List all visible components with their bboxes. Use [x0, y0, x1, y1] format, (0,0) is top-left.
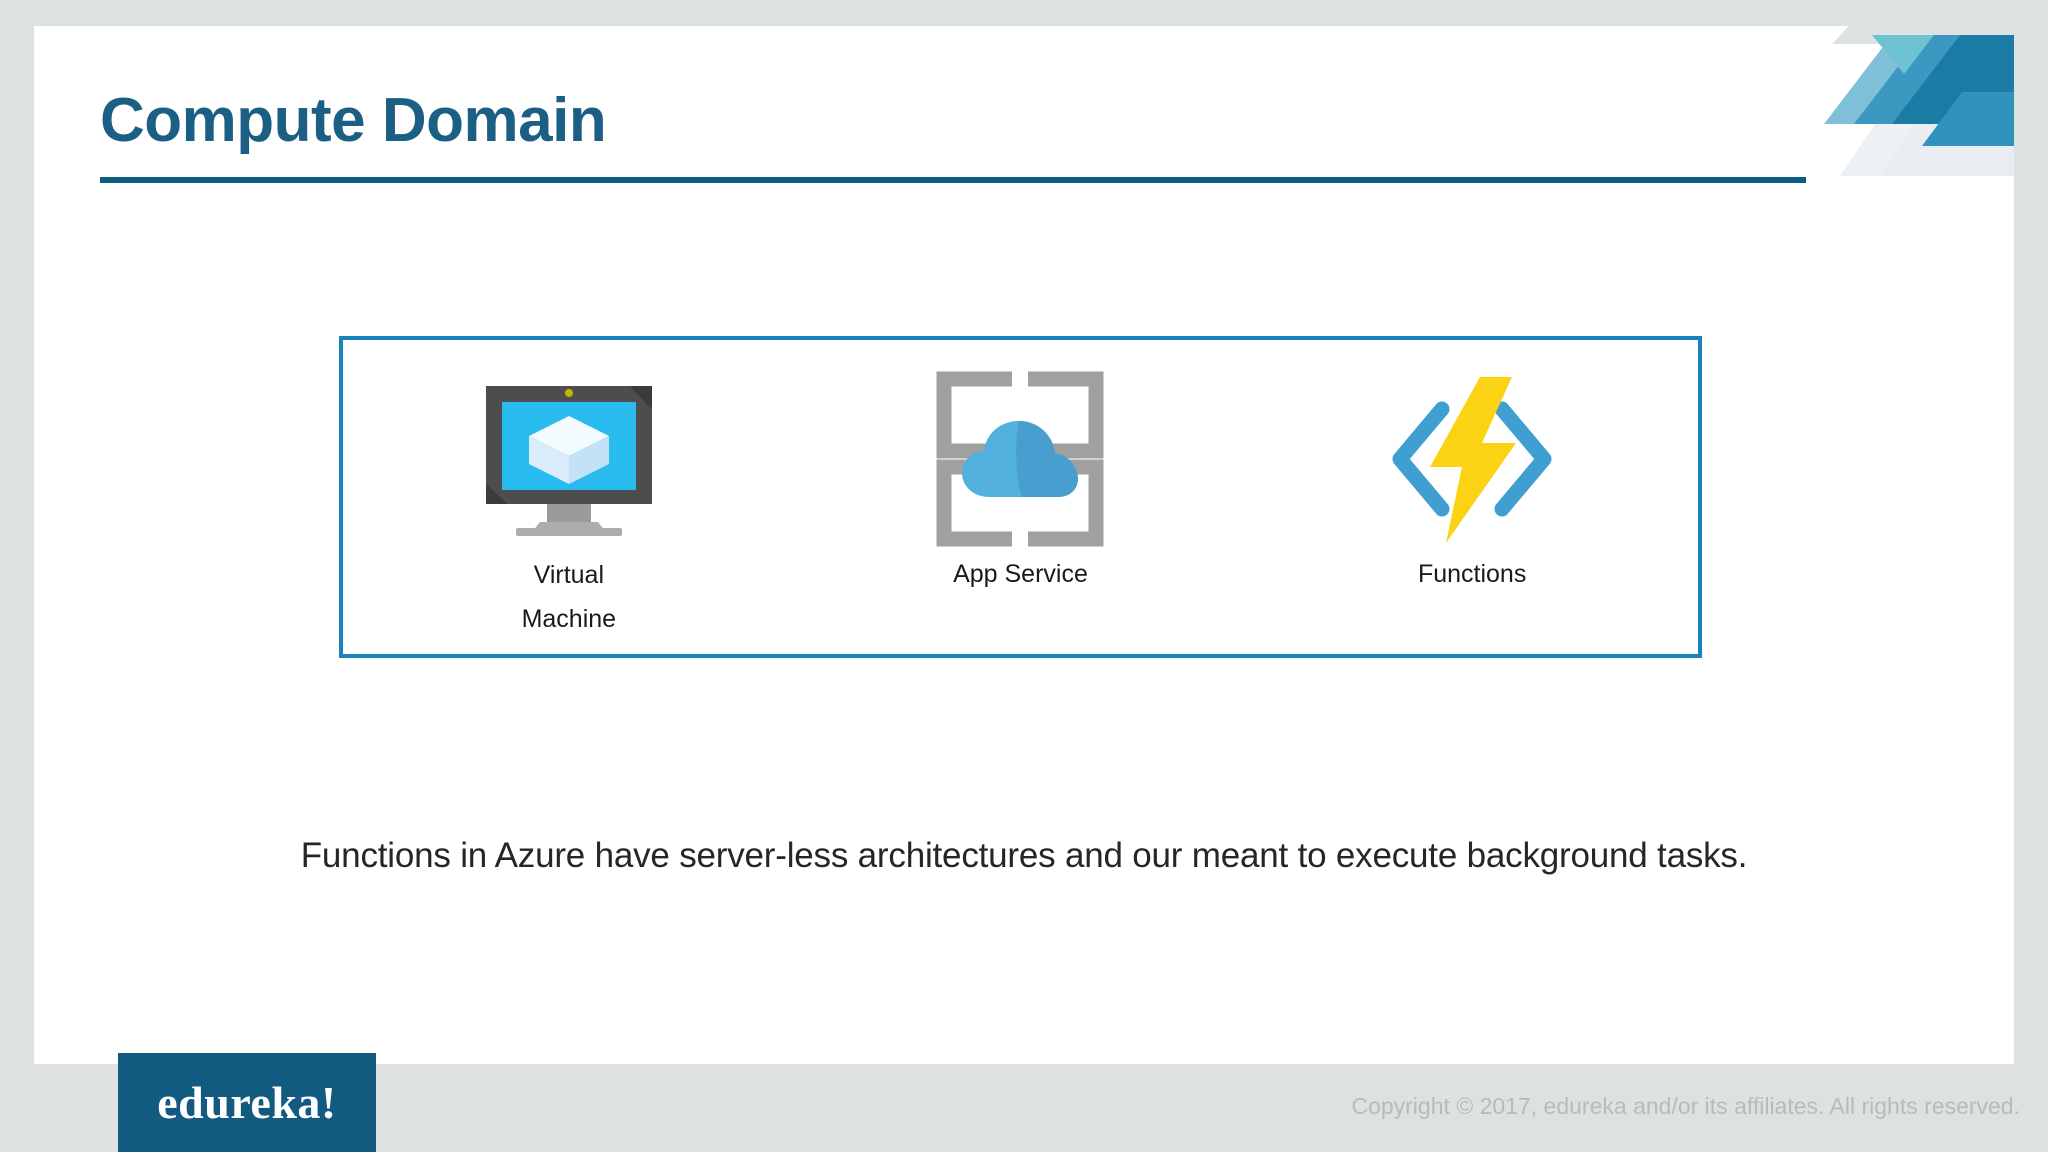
service-label-app-service: App Service: [953, 554, 1088, 595]
decorative-corner-graphic: [1784, 26, 2014, 176]
service-label-line-1: Functions: [1417, 560, 1527, 588]
virtual-machine-icon: [480, 374, 658, 544]
edureka-logo[interactable]: edureka!: [118, 1053, 376, 1152]
edureka-logo-text: edureka!: [157, 1077, 337, 1128]
service-label-functions: Functions: [1418, 554, 1526, 595]
service-item-app-service[interactable]: App Service: [855, 371, 1185, 595]
service-label-line-1: Virtual: [533, 561, 605, 589]
title-underline-rule: [100, 177, 1806, 184]
app-service-cloud-icon: [930, 371, 1110, 547]
service-label-virtual-machine: Virtual Machine: [522, 554, 617, 642]
service-label-line-1: App Service: [953, 560, 1088, 588]
copyright-notice: Copyright © 2017, edureka and/or its aff…: [1351, 1093, 2020, 1119]
page-title: Compute Domain: [100, 86, 607, 155]
azure-functions-bolt-icon: [1384, 374, 1560, 544]
service-item-functions[interactable]: Functions: [1307, 374, 1637, 595]
service-item-virtual-machine[interactable]: Virtual Machine: [404, 374, 734, 642]
slide-canvas: Compute Domain: [34, 26, 2014, 1064]
title-block: Compute Domain: [100, 86, 1806, 184]
compute-services-panel: Virtual Machine: [339, 336, 1702, 658]
body-paragraph: Functions in Azure have server-less arch…: [300, 836, 1748, 875]
service-label-line-2: Machine: [521, 604, 617, 633]
